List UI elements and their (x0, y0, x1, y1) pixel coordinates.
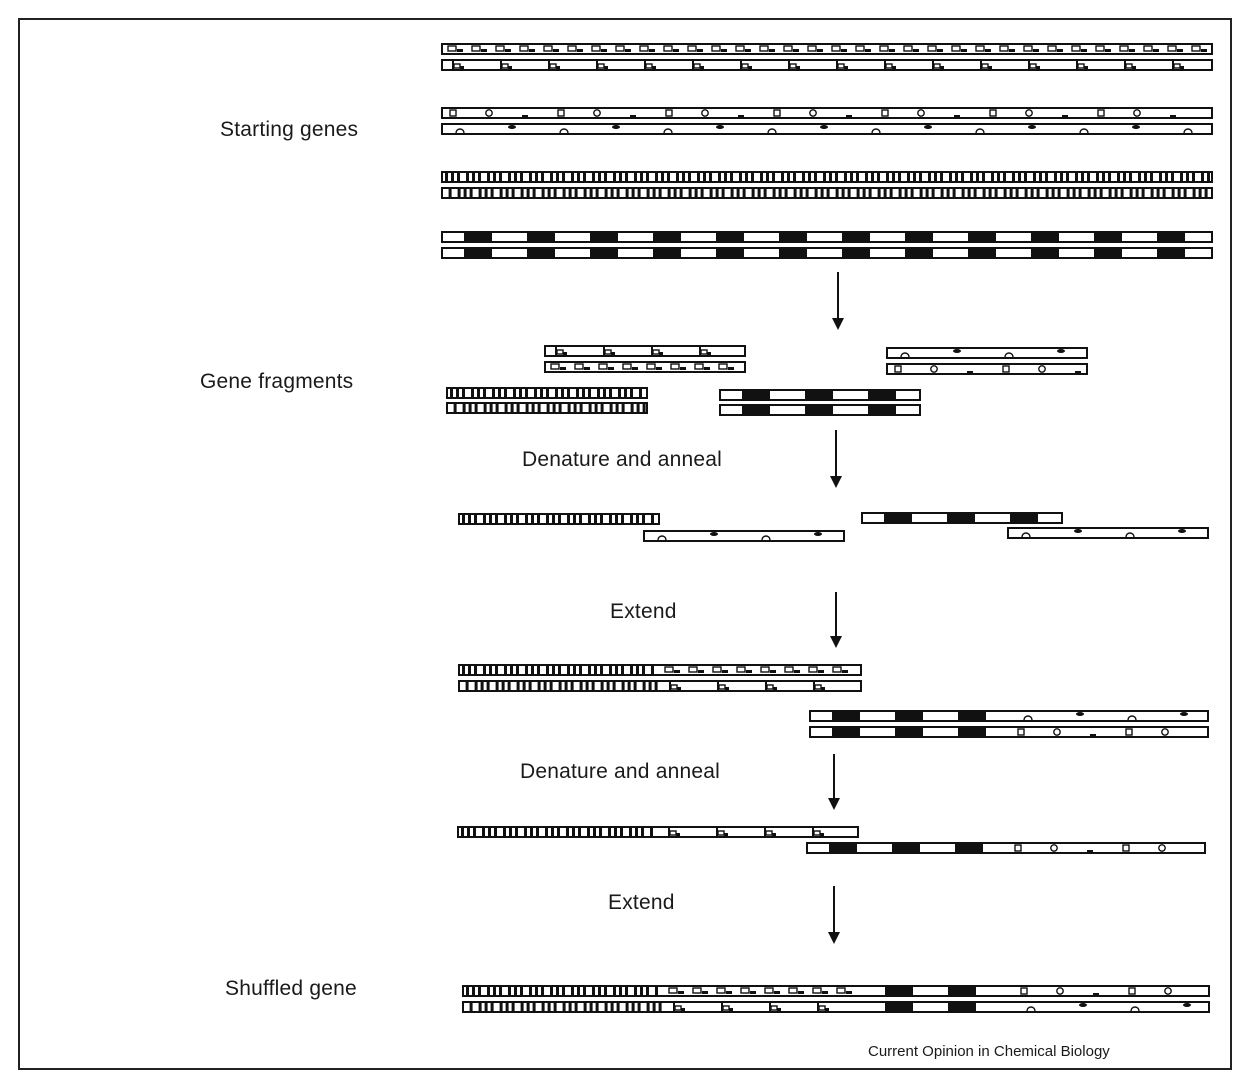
fragment-bars-b (446, 402, 648, 414)
gene-3-strand-b (441, 187, 1213, 199)
label-denature-anneal-1: Denature and anneal (522, 448, 722, 471)
fragment-flag-a (544, 345, 746, 357)
fragment-blocks-a (719, 389, 921, 401)
label-extend-2: Extend (608, 891, 675, 914)
fragment-circle-b (886, 363, 1088, 375)
extended-chimera-1b (458, 680, 862, 692)
gene-2-strand-b (441, 123, 1213, 135)
fragment-flag-b (544, 361, 746, 373)
label-shuffled-gene: Shuffled gene (225, 977, 357, 1000)
annealed-bars (458, 513, 660, 525)
extended-chimera-2a (809, 710, 1209, 722)
annealed-blocks (861, 512, 1063, 524)
gene-4-strand-b (441, 247, 1213, 259)
label-extend-1: Extend (610, 600, 677, 623)
label-denature-anneal-2: Denature and anneal (520, 760, 720, 783)
annealed-flag-overlap (643, 530, 845, 542)
gene-2-strand-a (441, 107, 1213, 119)
arrow-fragmentation (832, 272, 844, 330)
extended-chimera-2b (809, 726, 1209, 738)
annealed-circle-overlap (1007, 527, 1209, 539)
shuffled-gene-strand-a (462, 985, 1210, 997)
arrow-extend-2 (828, 886, 840, 944)
figure-frame (18, 18, 1232, 1070)
fragment-blocks-b (719, 404, 921, 416)
shuffled-gene-strand-b (462, 1001, 1210, 1013)
label-starting-genes: Starting genes (220, 118, 359, 141)
fragment-circle-a (886, 347, 1088, 359)
gene-1-strand-b (441, 59, 1213, 71)
gene-1-strand-a (441, 43, 1213, 55)
fragment-bars-a (446, 387, 648, 399)
annealed-chimera-1 (457, 826, 859, 838)
arrow-extend-1 (830, 592, 842, 648)
extended-chimera-1a (458, 664, 862, 676)
credit-line: Current Opinion in Chemical Biology (868, 1043, 1110, 1060)
gene-3-strand-a (441, 171, 1213, 183)
label-gene-fragments: Gene fragments (200, 370, 354, 393)
gene-4-strand-a (441, 231, 1213, 243)
arrow-denature-anneal-1 (830, 430, 842, 488)
annealed-chimera-2 (806, 842, 1206, 854)
arrow-denature-anneal-2 (828, 754, 840, 810)
